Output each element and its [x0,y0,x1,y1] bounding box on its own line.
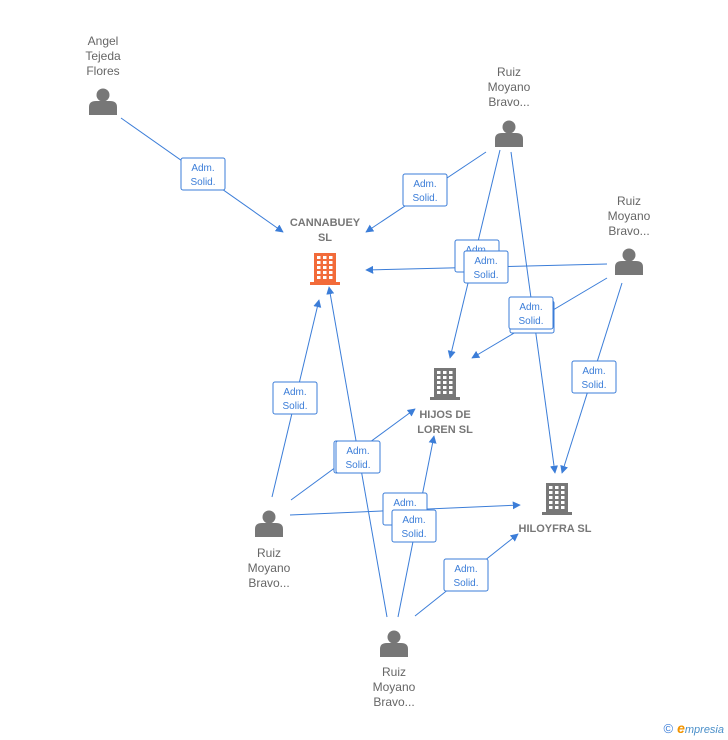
edges-layer [120,117,623,618]
person-icon [89,88,117,115]
person-icon [615,248,643,275]
person-name: Ruiz [497,65,521,79]
person-node[interactable]: RuizMoyanoBravo... [608,194,651,275]
building-icon [310,253,340,285]
person-icon [495,120,523,147]
company-name: CANNABUEY [290,217,361,229]
building-icon [542,483,572,515]
edge-label-box[interactable]: Adm. Solid. [391,509,437,543]
company-node[interactable]: HILOYFRA SL [519,483,592,535]
company-node[interactable]: CANNABUEY SL [290,217,361,285]
company-node[interactable]: HIJOS DE LOREN SL [417,368,473,436]
edge-label-type: Solid. [412,193,437,204]
person-icon [380,630,408,657]
person-icon [255,510,283,537]
edge-labels-layer: Adm. Solid. Adm. Solid. Adm. Solid. Adm. Solid.… [180,157,617,592]
person-name: Flores [86,64,119,78]
footer-brand: © empresia [663,720,724,736]
edge-label-role: Adm. [519,302,542,313]
copyright-symbol: © [663,720,674,736]
edge-label-role: Adm. [413,179,436,190]
edge-label-box[interactable]: Adm. Solid. [443,558,489,592]
edge-label-box[interactable]: Adm. Solid. [463,250,509,284]
edge-label-role: Adm. [582,366,605,377]
edge-label-box[interactable]: Adm. Solid. [508,296,554,330]
brand-logo: empresia [677,720,724,736]
brand-name: mpresia [684,724,724,736]
company-name: SL [318,232,332,244]
person-name: Ruiz [382,665,406,679]
person-name: Bravo... [488,95,529,109]
company-name: HIJOS DE [419,409,470,421]
edge-label-type: Solid. [282,401,307,412]
edge-label-type: Solid. [345,460,370,471]
edge-label-type: Solid. [518,316,543,327]
edge-label-box[interactable]: Adm. Solid. [272,381,318,415]
person-name: Moyano [608,209,651,223]
edge-label-type: Solid. [190,177,215,188]
person-name: Angel [88,34,119,48]
edge-label-role: Adm. [191,163,214,174]
person-node[interactable]: RuizMoyanoBravo... [248,510,291,591]
edge-label-box[interactable]: Adm. Solid. [402,173,448,207]
edge-label-role: Adm. [454,564,477,575]
edge-label-box[interactable]: Adm. Solid. [571,360,617,394]
edge-label-box[interactable]: Adm. Solid. [335,440,381,474]
person-name: Tejeda [85,49,121,63]
person-name: Bravo... [248,576,289,590]
person-name: Bravo... [608,224,649,238]
person-name: Ruiz [257,546,281,560]
person-name: Ruiz [617,194,641,208]
company-name: HILOYFRA SL [519,523,592,535]
person-name: Moyano [248,561,291,575]
person-node[interactable]: RuizMoyanoBravo... [488,65,531,147]
brand-initial: e [677,720,685,736]
person-node[interactable]: RuizMoyanoBravo... [373,630,416,710]
edge-label-role: Adm. [474,256,497,267]
building-icon [430,368,460,400]
company-name: LOREN SL [417,424,473,436]
edge-label-type: Solid. [453,578,478,589]
edge-label-type: Solid. [473,270,498,281]
edge-label-box[interactable]: Adm. Solid. [180,157,226,191]
person-name: Bravo... [373,695,414,709]
edge-label-role: Adm. [283,387,306,398]
edge-label-type: Solid. [401,529,426,540]
edge-label-role: Adm. [393,498,416,509]
person-name: Moyano [488,80,531,94]
edge-label-type: Solid. [581,380,606,391]
edge-label-role: Adm. [346,446,369,457]
edge-label-role: Adm. [402,515,425,526]
person-name: Moyano [373,680,416,694]
